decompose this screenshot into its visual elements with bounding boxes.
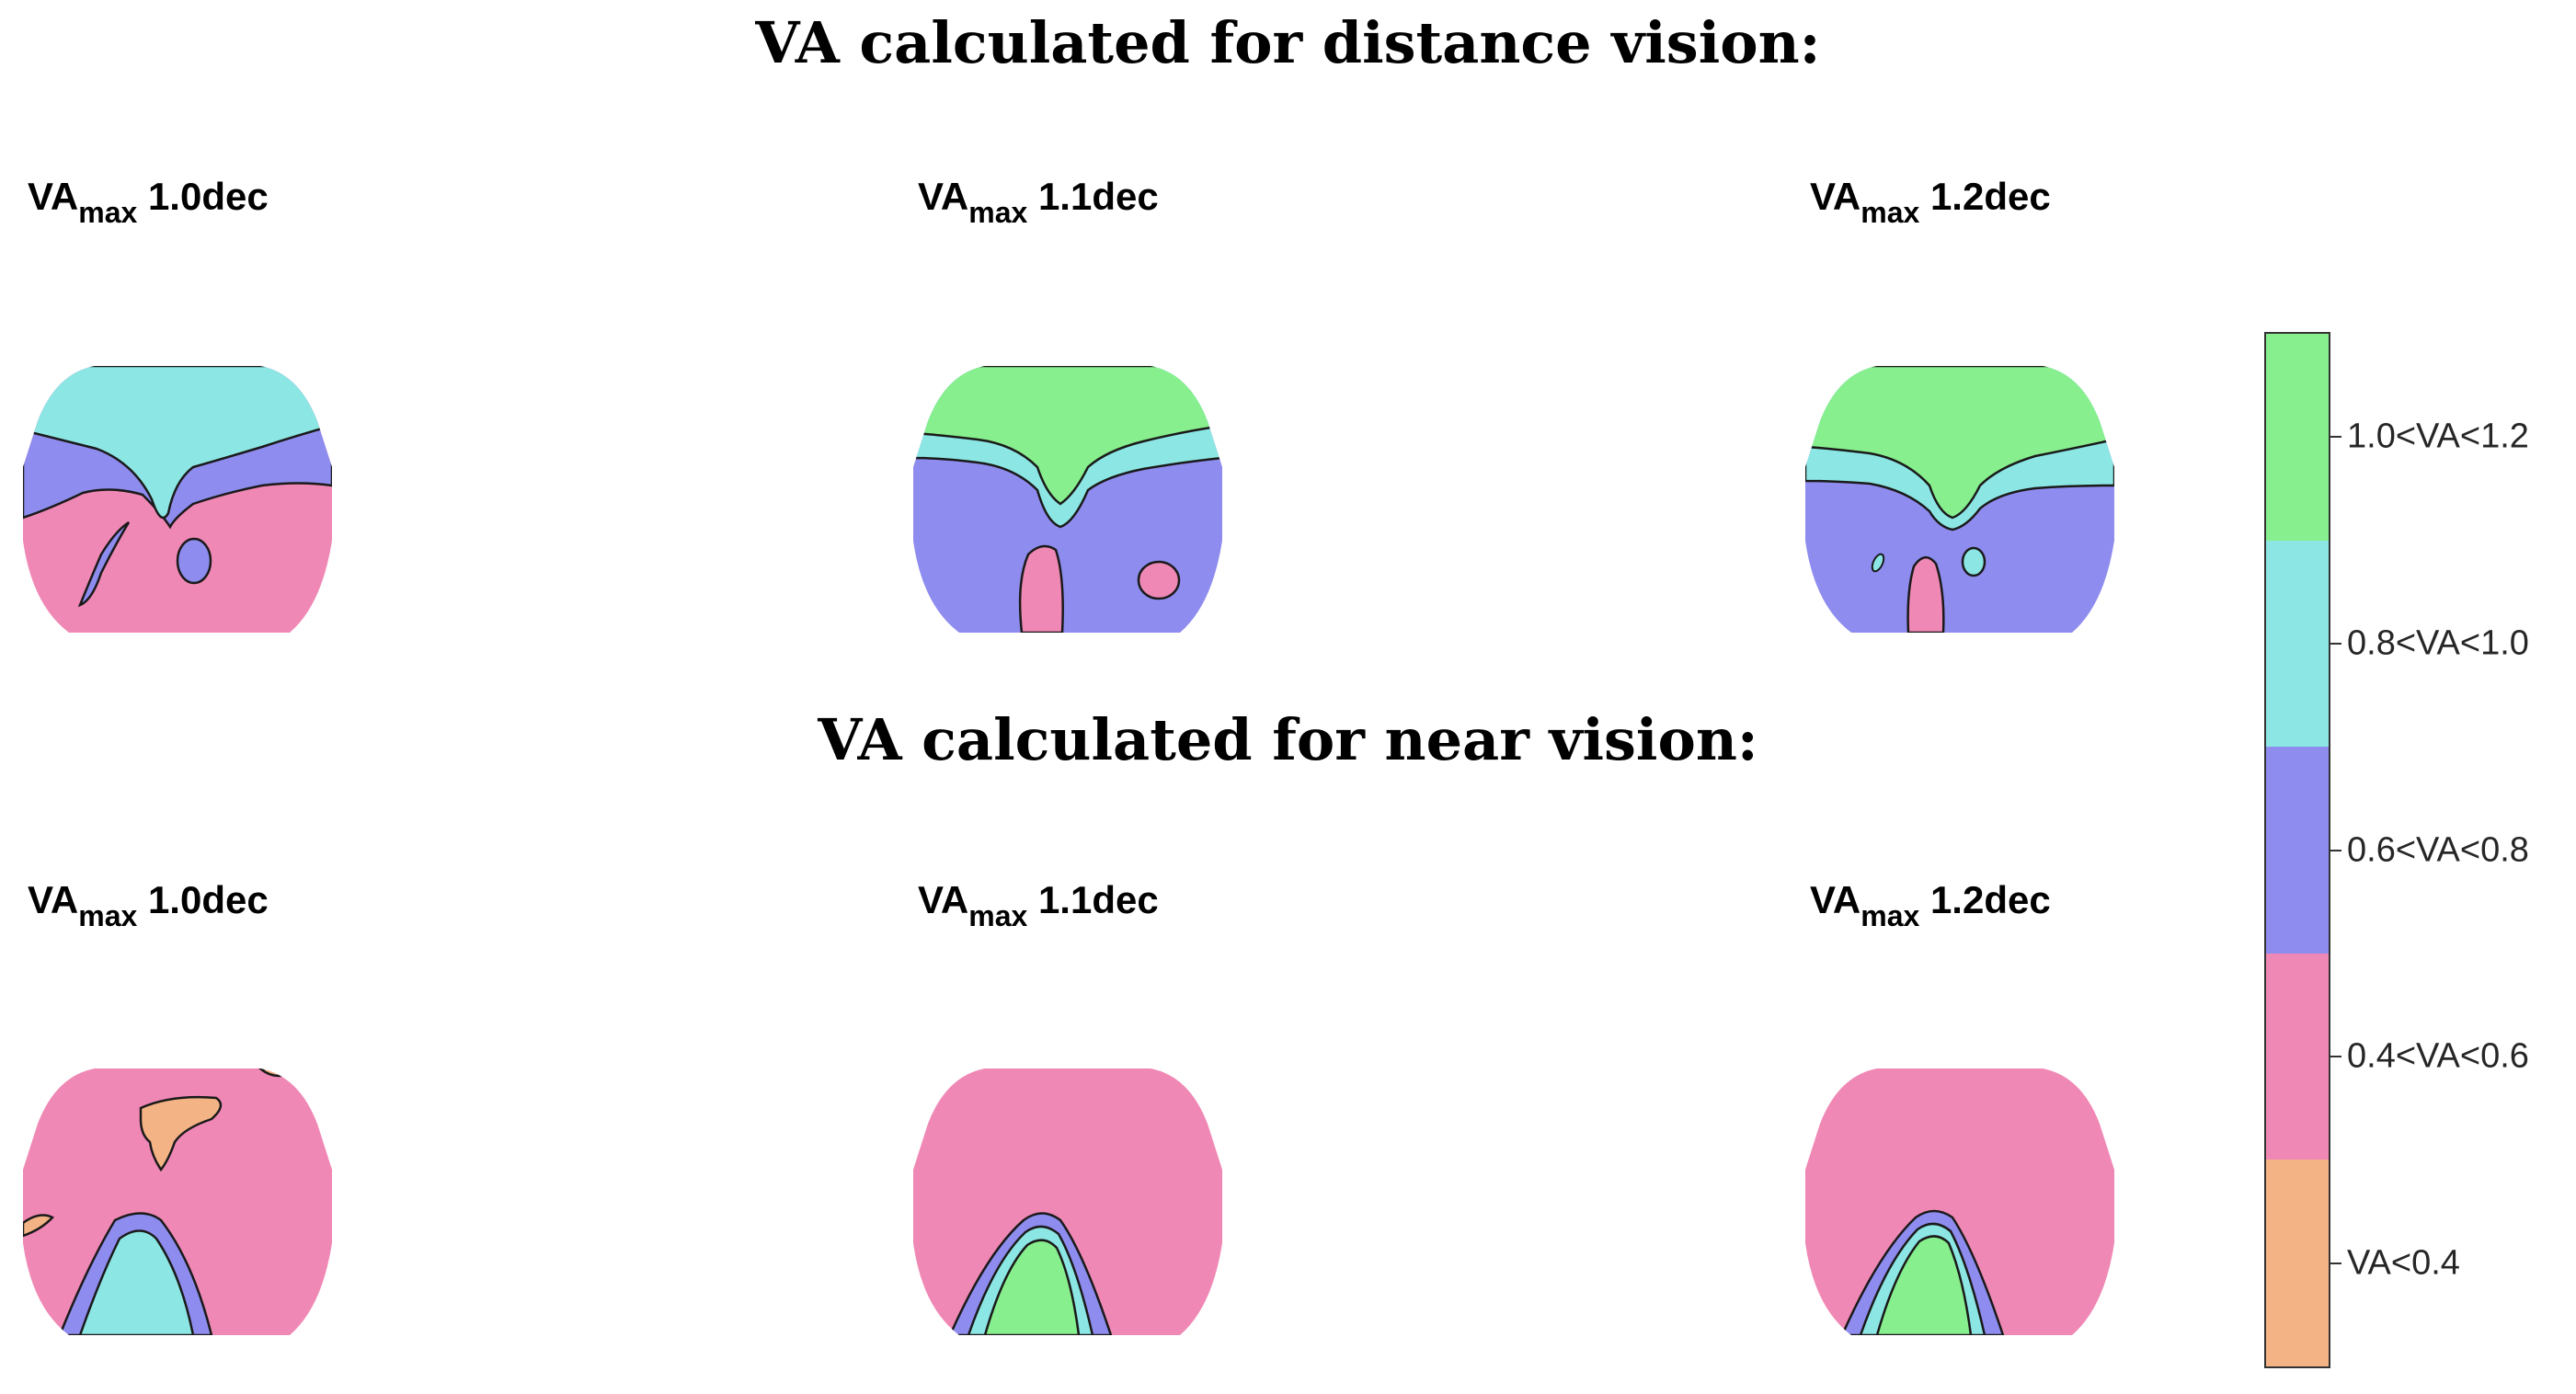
colorbar-label: 1.0<VA<1.2	[2347, 417, 2529, 456]
label-value: 1.0dec	[137, 175, 269, 218]
region-lt0.4-left	[23, 1214, 55, 1238]
label-sub: max	[1860, 899, 1920, 932]
colorbar-tick	[2330, 1262, 2341, 1264]
region-1.0-1.2	[913, 366, 1222, 506]
label-main: VA	[28, 878, 79, 921]
colorbar-tick	[2330, 436, 2341, 439]
label-value: 1.2dec	[1919, 878, 2051, 921]
label-sub: max	[78, 899, 138, 932]
title-near: VA calculated for near vision:	[818, 706, 1758, 773]
label-sub: max	[78, 196, 138, 229]
colorbar-segment	[2266, 334, 2329, 541]
panel-label-d3: VAmax 1.2dec	[1810, 175, 2051, 229]
region-0.4-0.6	[1906, 556, 1945, 633]
label-main: VA	[918, 175, 969, 218]
colorbar-segment	[2266, 540, 2329, 748]
region-0.4-0.6	[1018, 544, 1064, 633]
panel-label-n2: VAmax 1.1dec	[918, 878, 1159, 932]
region-1.0-1.2	[983, 1239, 1081, 1335]
colorbar-label: 0.6<VA<0.8	[2347, 830, 2529, 869]
label-sub: max	[968, 899, 1028, 932]
region-1.0-1.2	[1805, 366, 2114, 520]
label-sub: max	[968, 196, 1028, 229]
region-0.8-1.0	[78, 1229, 195, 1335]
panel-label-d2: VAmax 1.1dec	[918, 175, 1159, 229]
panel-label-d1: VAmax 1.0dec	[28, 175, 269, 229]
colorbar-segment	[2266, 747, 2329, 954]
region-0.8-1.0-island	[1961, 546, 1986, 577]
colorbar-tick	[2330, 642, 2341, 645]
colorbar-label: 0.8<VA<1.0	[2347, 623, 2529, 663]
colorbar-tick	[2330, 1056, 2341, 1058]
title-distance: VA calculated for distance vision:	[755, 9, 1821, 76]
colorbar-segment	[2266, 953, 2329, 1160]
label-value: 1.1dec	[1027, 175, 1159, 218]
va-map-distance-1.1	[913, 366, 1222, 633]
label-main: VA	[918, 878, 969, 921]
region-0.6-0.8-filament	[77, 520, 131, 608]
region-0.8-1.0-island-small	[1871, 553, 1885, 573]
va-map-distance-1.0	[23, 366, 332, 633]
label-main: VA	[1810, 878, 1861, 921]
region-0.6-0.8-island	[176, 537, 212, 585]
region-lt0.4	[139, 1095, 223, 1172]
colorbar-segment	[2266, 1160, 2329, 1367]
region-0.4-0.6-island	[1137, 560, 1181, 600]
label-main: VA	[1810, 175, 1861, 218]
label-value: 1.0dec	[137, 878, 269, 921]
va-map-near-1.1	[913, 1068, 1222, 1335]
label-value: 1.2dec	[1919, 175, 2051, 218]
region-0.8-1.0	[23, 366, 332, 520]
panel-label-n1: VAmax 1.0dec	[28, 878, 269, 932]
va-map-distance-1.2	[1805, 366, 2114, 633]
region-1.0-1.2	[1875, 1235, 1973, 1335]
va-map-near-1.2	[1805, 1068, 2114, 1335]
panel-label-n3: VAmax 1.2dec	[1810, 878, 2051, 932]
colorbar	[2264, 332, 2330, 1368]
label-sub: max	[1860, 196, 1920, 229]
label-value: 1.1dec	[1027, 878, 1159, 921]
va-map-near-1.0	[23, 1068, 332, 1335]
colorbar-tick	[2330, 849, 2341, 851]
label-main: VA	[28, 175, 79, 218]
colorbar-label: 0.4<VA<0.6	[2347, 1036, 2529, 1076]
colorbar-label: VA<0.4	[2347, 1243, 2460, 1283]
